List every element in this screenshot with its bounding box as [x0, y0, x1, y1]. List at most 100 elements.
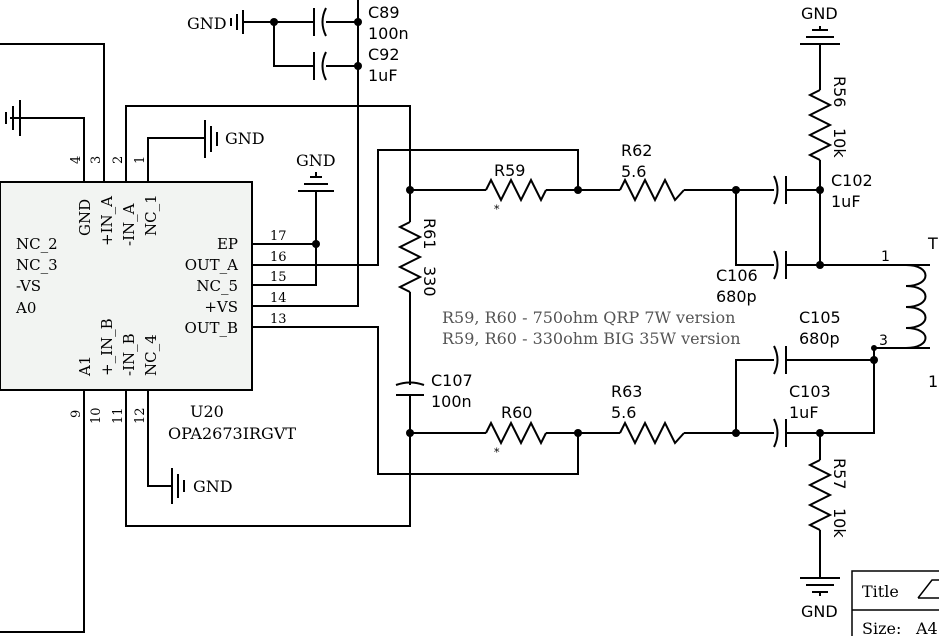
ic-pin-number: 15 [270, 270, 287, 285]
svg-text:1uF: 1uF [368, 66, 398, 85]
svg-text:GND: GND [801, 602, 838, 621]
ic-pin-label: +IN_A [98, 196, 116, 246]
ic-pin-number: 17 [270, 229, 287, 244]
ic-pin-number: 9 [69, 410, 84, 418]
ic-pin-label: A1 [76, 356, 94, 377]
ic-pin-label: -IN_B [120, 333, 138, 376]
svg-text:5.6: 5.6 [611, 403, 636, 422]
svg-text:R61: R61 [420, 218, 439, 249]
capacitor-c102: C102 1uF [773, 171, 873, 211]
note-line: R59, R60 - 330ohm BIG 35W version [442, 329, 741, 348]
resistor-r59: R59 * [485, 161, 547, 216]
ic-pin-number: 3 [89, 156, 104, 164]
resistor-r56: R56 10k [807, 76, 849, 161]
transformer: 1 3 T 1: [879, 234, 939, 391]
ic-pin-label: GND [76, 199, 94, 236]
svg-text:*: * [494, 446, 500, 459]
svg-text:T: T [927, 234, 938, 253]
note-line: R59, R60 - 750ohm QRP 7W version [442, 308, 735, 327]
capacitor-c106: C106 680p [716, 250, 787, 306]
svg-text:R57: R57 [830, 458, 849, 489]
capacitor-c89: C89 100n [313, 3, 409, 43]
svg-text:R60: R60 [501, 403, 532, 422]
ic-pin-number: 2 [111, 156, 126, 164]
resistor-r60: R60 * [485, 403, 547, 459]
gnd-symbol: GND [296, 151, 336, 192]
ic-pin-number: 16 [270, 250, 287, 265]
svg-text:C105: C105 [799, 308, 841, 327]
size-label: Size: [862, 619, 901, 636]
svg-text:C102: C102 [831, 171, 873, 190]
gnd-symbol [5, 100, 21, 136]
svg-text:5.6: 5.6 [621, 162, 646, 181]
resistor-r63: R63 5.6 [611, 382, 685, 446]
svg-text:C107: C107 [431, 371, 473, 390]
ic-pin-label: NC_2 [16, 235, 58, 253]
ic-pin-label: NC_5 [196, 277, 238, 295]
ic-pin-number: 11 [111, 407, 126, 424]
gnd-symbol: GND [160, 468, 233, 504]
gnd-symbol: GND [204, 120, 265, 158]
svg-text:R59: R59 [494, 161, 525, 180]
svg-text:GND: GND [801, 4, 838, 23]
ic-pin-label: OUT_A [185, 256, 238, 274]
gnd-symbol: GND [187, 10, 244, 34]
svg-text:R56: R56 [830, 76, 849, 107]
capacitor-c107: C107 100n [395, 371, 473, 411]
ic-pin-label: EP [217, 235, 238, 253]
resistor-r61: R61 330 [397, 218, 439, 297]
svg-text:330: 330 [420, 266, 439, 297]
svg-text:100n: 100n [368, 24, 409, 43]
svg-text:1uF: 1uF [831, 192, 861, 211]
ic-pin-label: +_IN_B [98, 318, 116, 376]
svg-text:3: 3 [879, 333, 888, 349]
resistor-r57: R57 10k [807, 458, 849, 538]
ic-pin-number: 14 [270, 291, 287, 306]
ic-pin-label: A0 [15, 299, 36, 317]
svg-text:680p: 680p [799, 329, 840, 348]
gnd-symbol: GND [800, 577, 840, 621]
title-label: Title [862, 582, 899, 601]
ic-pin-number: 1 [133, 156, 148, 164]
capacitor-c105: C105 680p [773, 308, 841, 375]
svg-text:1: 1 [881, 249, 890, 265]
size-value: A4 [915, 619, 938, 636]
svg-text:GND: GND [296, 151, 336, 170]
svg-text:10k: 10k [830, 128, 849, 158]
ic-pin-label: -IN_A [120, 203, 138, 246]
ic-pin-number: 13 [270, 312, 287, 327]
resistor-r62: R62 5.6 [619, 141, 685, 203]
ic-pin-label: +VS [204, 298, 238, 316]
gnd-symbol: GND [800, 4, 840, 45]
svg-text:GND: GND [187, 14, 227, 33]
ic-reference: U20 [190, 402, 224, 421]
svg-text:10k: 10k [830, 508, 849, 538]
ic-pin-label: NC_4 [142, 334, 160, 376]
svg-text:100n: 100n [431, 392, 472, 411]
svg-text:1:: 1: [928, 372, 939, 391]
svg-text:R63: R63 [611, 382, 642, 401]
svg-text:C89: C89 [368, 3, 400, 22]
svg-text:GND: GND [225, 129, 265, 148]
ic-pin-number: 10 [89, 407, 104, 424]
ic-pin-label: -VS [16, 277, 41, 295]
capacitor-c92: C92 1uF [313, 45, 400, 85]
ic-pin-number: 12 [133, 407, 148, 424]
svg-text:C103: C103 [789, 382, 831, 401]
ic-pin-label: NC_1 [142, 194, 160, 236]
ic-value: OPA2673IRGVT [168, 424, 296, 443]
ic-pin-label: NC_3 [16, 256, 58, 274]
svg-text:C92: C92 [368, 45, 400, 64]
svg-text:GND: GND [193, 477, 233, 496]
ic-pin-number: 4 [69, 156, 84, 164]
ic-pin-label: OUT_B [185, 319, 238, 337]
title-block: Title Size: A4 [851, 570, 939, 636]
svg-text:1uF: 1uF [789, 403, 819, 422]
junction-dots [270, 18, 878, 437]
svg-text:680p: 680p [716, 287, 757, 306]
capacitor-c103: C103 1uF [773, 382, 831, 448]
svg-text:R62: R62 [621, 141, 652, 160]
svg-text:*: * [494, 203, 500, 216]
